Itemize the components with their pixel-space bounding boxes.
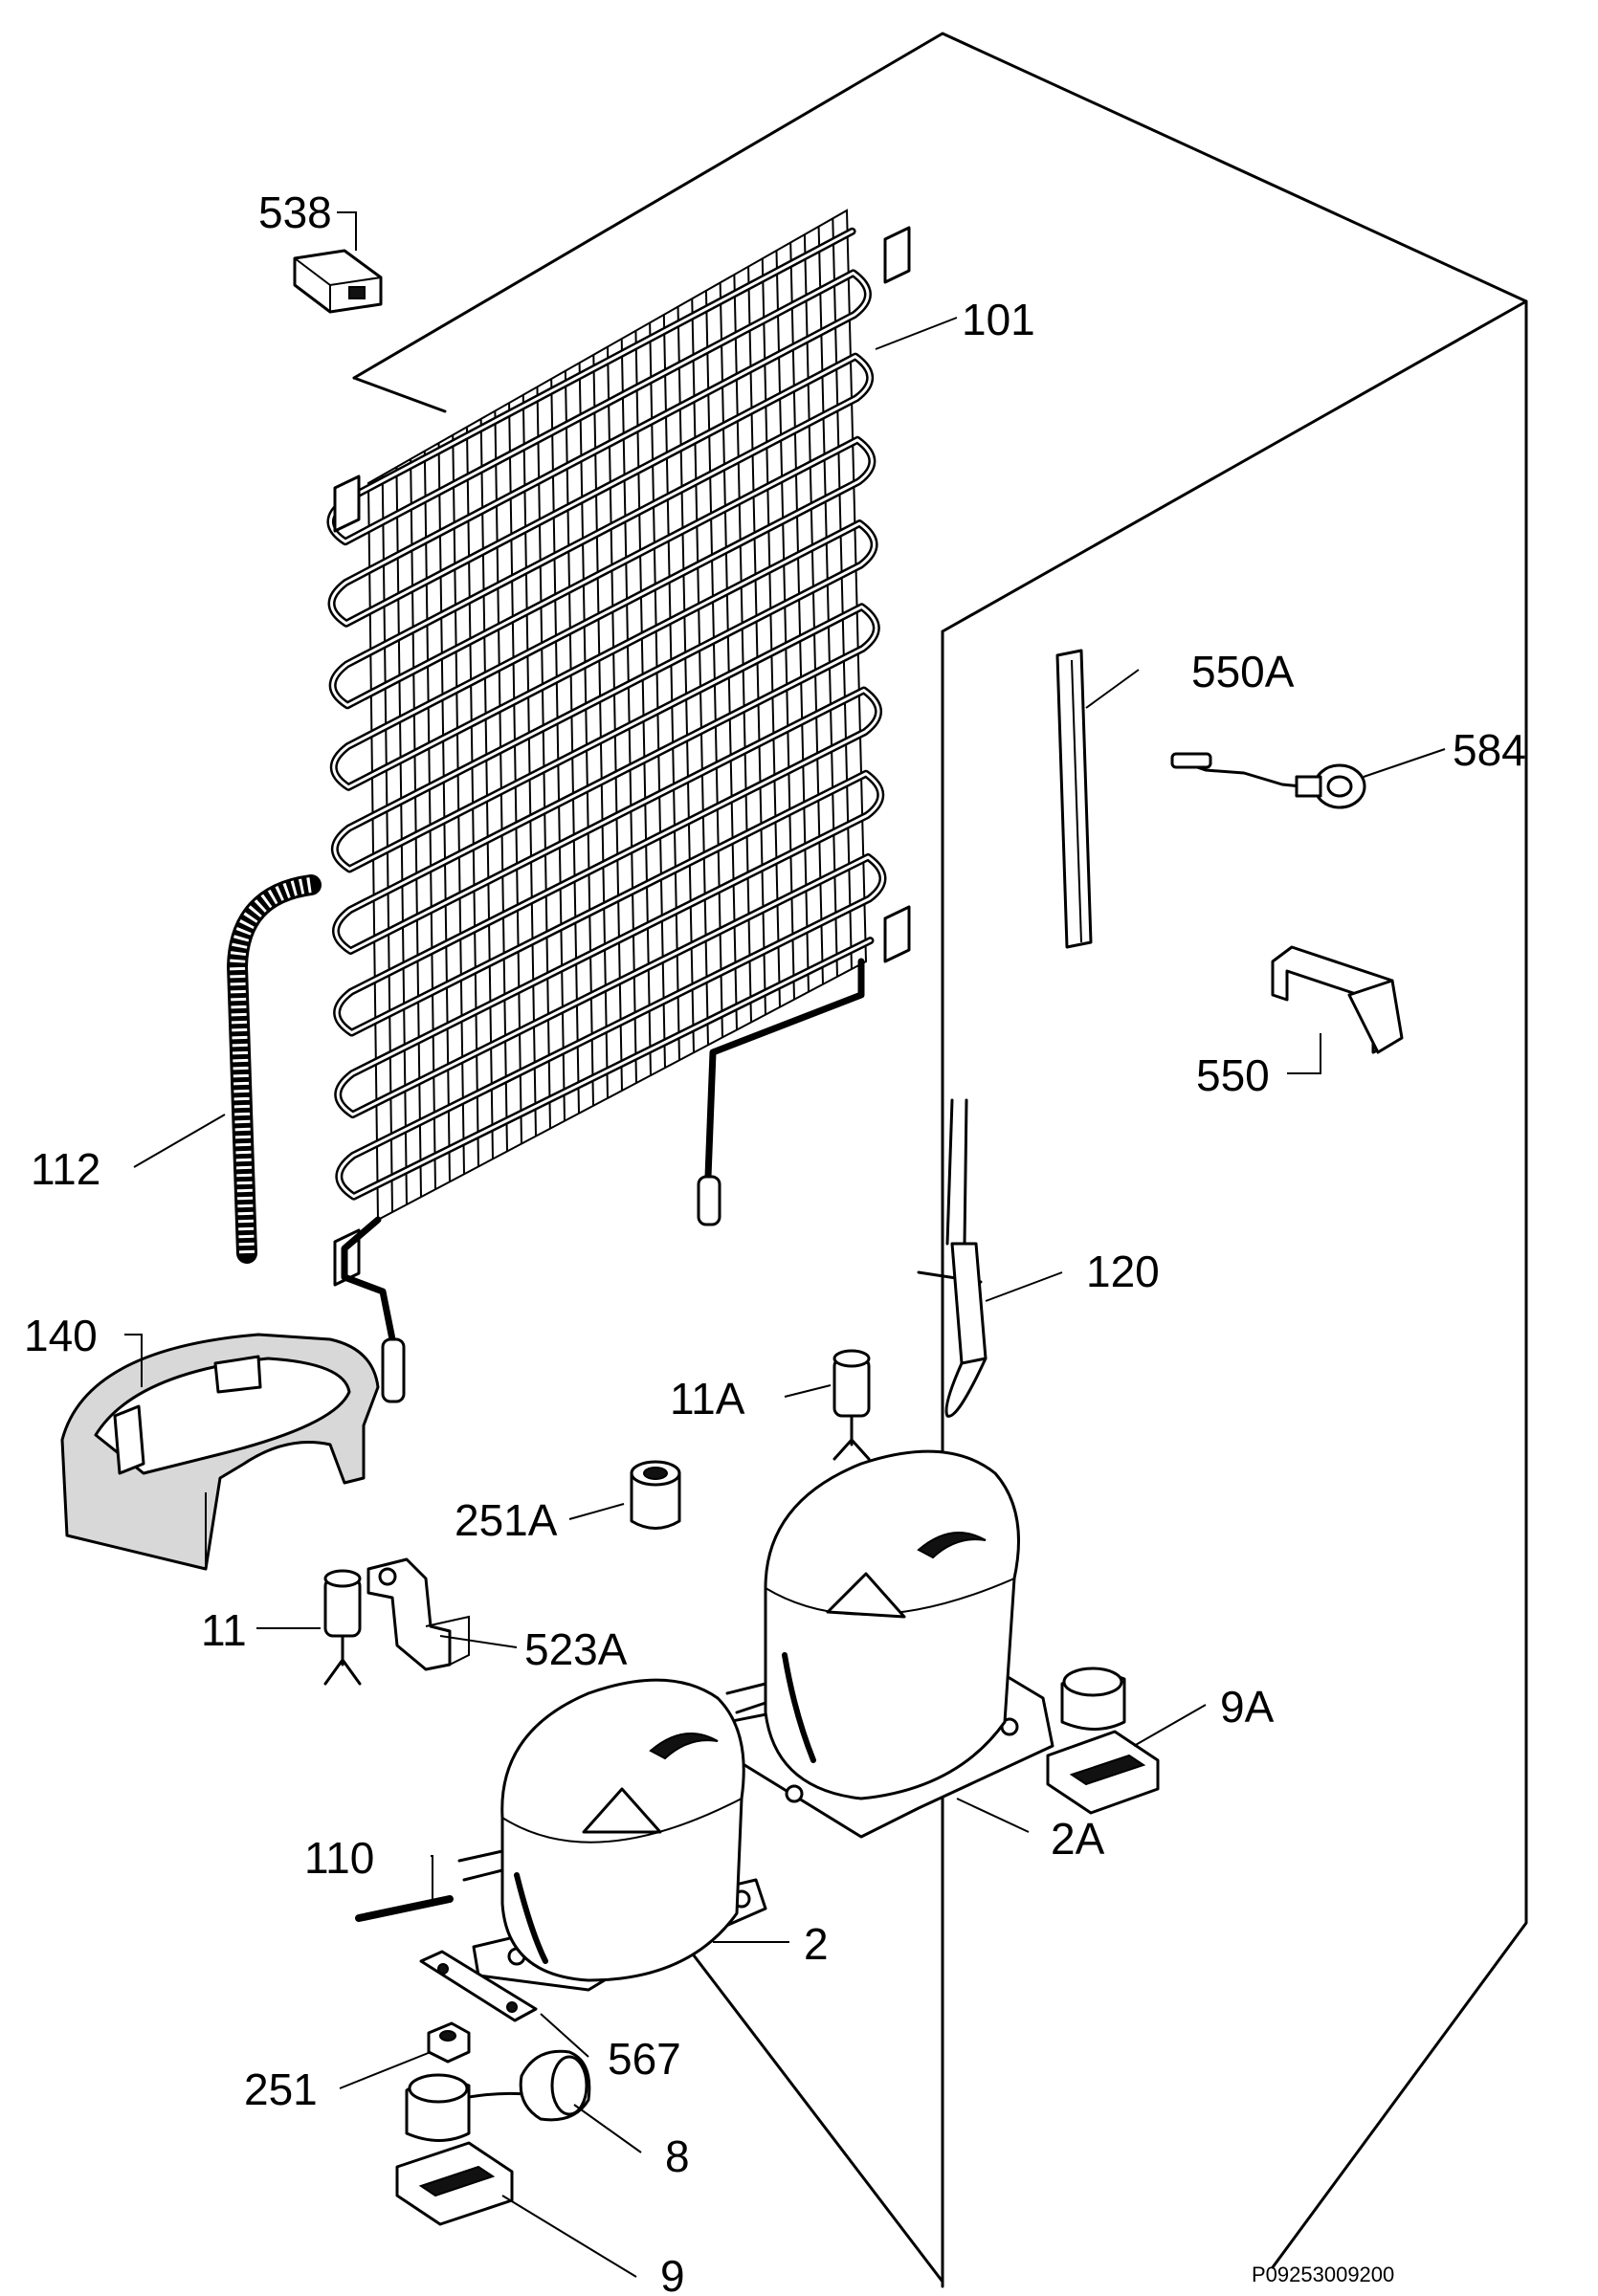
part-550-clamp — [1271, 945, 1404, 1054]
part-9a-relay-bracket — [1046, 1667, 1160, 1815]
label-2a: 2A — [1051, 1814, 1105, 1864]
part-251a-grommet — [630, 1460, 681, 1530]
condenser-wires — [381, 218, 853, 1213]
label-538: 538 — [258, 188, 332, 237]
part-120-sensor — [917, 1098, 988, 1418]
label-140: 140 — [24, 1311, 98, 1360]
part-110-pin — [355, 1895, 454, 1922]
label-11a: 11A — [670, 1374, 745, 1424]
part-9-relay-bracket — [395, 2073, 514, 2226]
part-labels: 538 101 550A 584 550 112 120 140 11A 251… — [24, 188, 1526, 2296]
leader-lines — [124, 211, 1446, 2278]
label-11: 11 — [201, 1605, 247, 1655]
label-251: 251 — [244, 2064, 318, 2114]
part-140-drip-tray — [60, 1333, 380, 1571]
label-101: 101 — [962, 295, 1035, 344]
label-567: 567 — [608, 2034, 681, 2084]
part-8-overload — [453, 2049, 591, 2122]
label-9: 9 — [660, 2251, 685, 2296]
part-2a-compressor — [725, 1449, 1054, 1839]
label-2: 2 — [804, 1919, 829, 1969]
label-523a: 523A — [524, 1624, 628, 1674]
part-2-compressor — [457, 1678, 767, 1992]
part-251-nut — [427, 2021, 471, 2064]
part-567-plate — [419, 1950, 538, 2022]
label-251a: 251A — [455, 1495, 558, 1545]
part-11a-valve — [832, 1349, 871, 1461]
label-584: 584 — [1453, 725, 1526, 775]
drawing-code: P09253009200 — [1252, 2263, 1394, 2286]
condenser-coil — [326, 209, 911, 1403]
label-120: 120 — [1086, 1247, 1160, 1296]
mount-bracket — [883, 905, 911, 963]
part-11-valve — [323, 1569, 362, 1686]
label-110: 110 — [304, 1833, 374, 1883]
label-9a: 9A — [1220, 1682, 1275, 1732]
part-550a-strip — [1055, 649, 1093, 949]
label-112: 112 — [31, 1144, 100, 1194]
mount-bracket — [883, 226, 911, 284]
label-550a: 550A — [1191, 647, 1295, 696]
label-550: 550 — [1196, 1050, 1270, 1100]
part-523a-bracket — [366, 1557, 470, 1671]
part-112-hose — [227, 874, 322, 1264]
mount-bracket — [333, 475, 361, 533]
label-8: 8 — [665, 2131, 690, 2181]
part-538-clip — [293, 249, 383, 314]
part-584-cable-grommet — [1170, 752, 1366, 809]
